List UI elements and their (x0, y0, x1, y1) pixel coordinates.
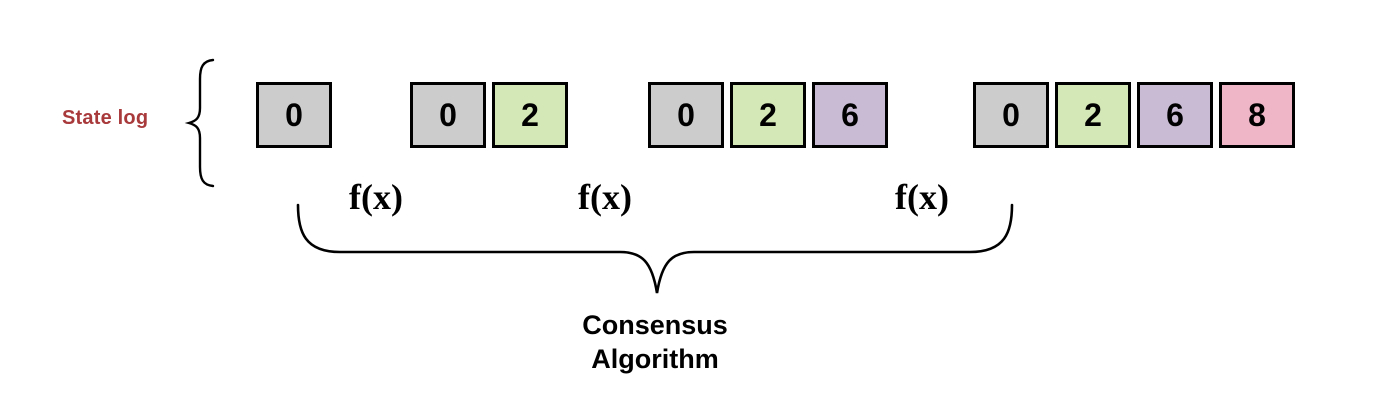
log-cell: 6 (812, 82, 888, 148)
consensus-brace (296, 203, 1014, 294)
state-log-group-4: 0 2 6 8 (973, 82, 1295, 148)
consensus-algorithm-line2: Algorithm (591, 344, 719, 374)
state-log-group-1: 0 (256, 82, 332, 148)
state-log-group-2: 0 2 (410, 82, 568, 148)
state-log-brace (184, 58, 215, 188)
function-apply-label-3: f(x) (895, 177, 949, 217)
log-cell: 8 (1219, 82, 1295, 148)
log-cell: 0 (973, 82, 1049, 148)
log-cell: 0 (648, 82, 724, 148)
state-log-group-3: 0 2 6 (648, 82, 888, 148)
function-apply-label-2: f(x) (578, 177, 632, 217)
state-log-label: State log (62, 107, 149, 129)
log-cell: 0 (410, 82, 486, 148)
log-cell: 2 (492, 82, 568, 148)
log-cell: 2 (1055, 82, 1131, 148)
log-cell: 6 (1137, 82, 1213, 148)
consensus-algorithm-line1: Consensus (582, 310, 728, 340)
consensus-algorithm-label: Consensus Algorithm (582, 308, 728, 376)
function-apply-label-1: f(x) (349, 177, 403, 217)
log-cell: 0 (256, 82, 332, 148)
log-cell: 2 (730, 82, 806, 148)
